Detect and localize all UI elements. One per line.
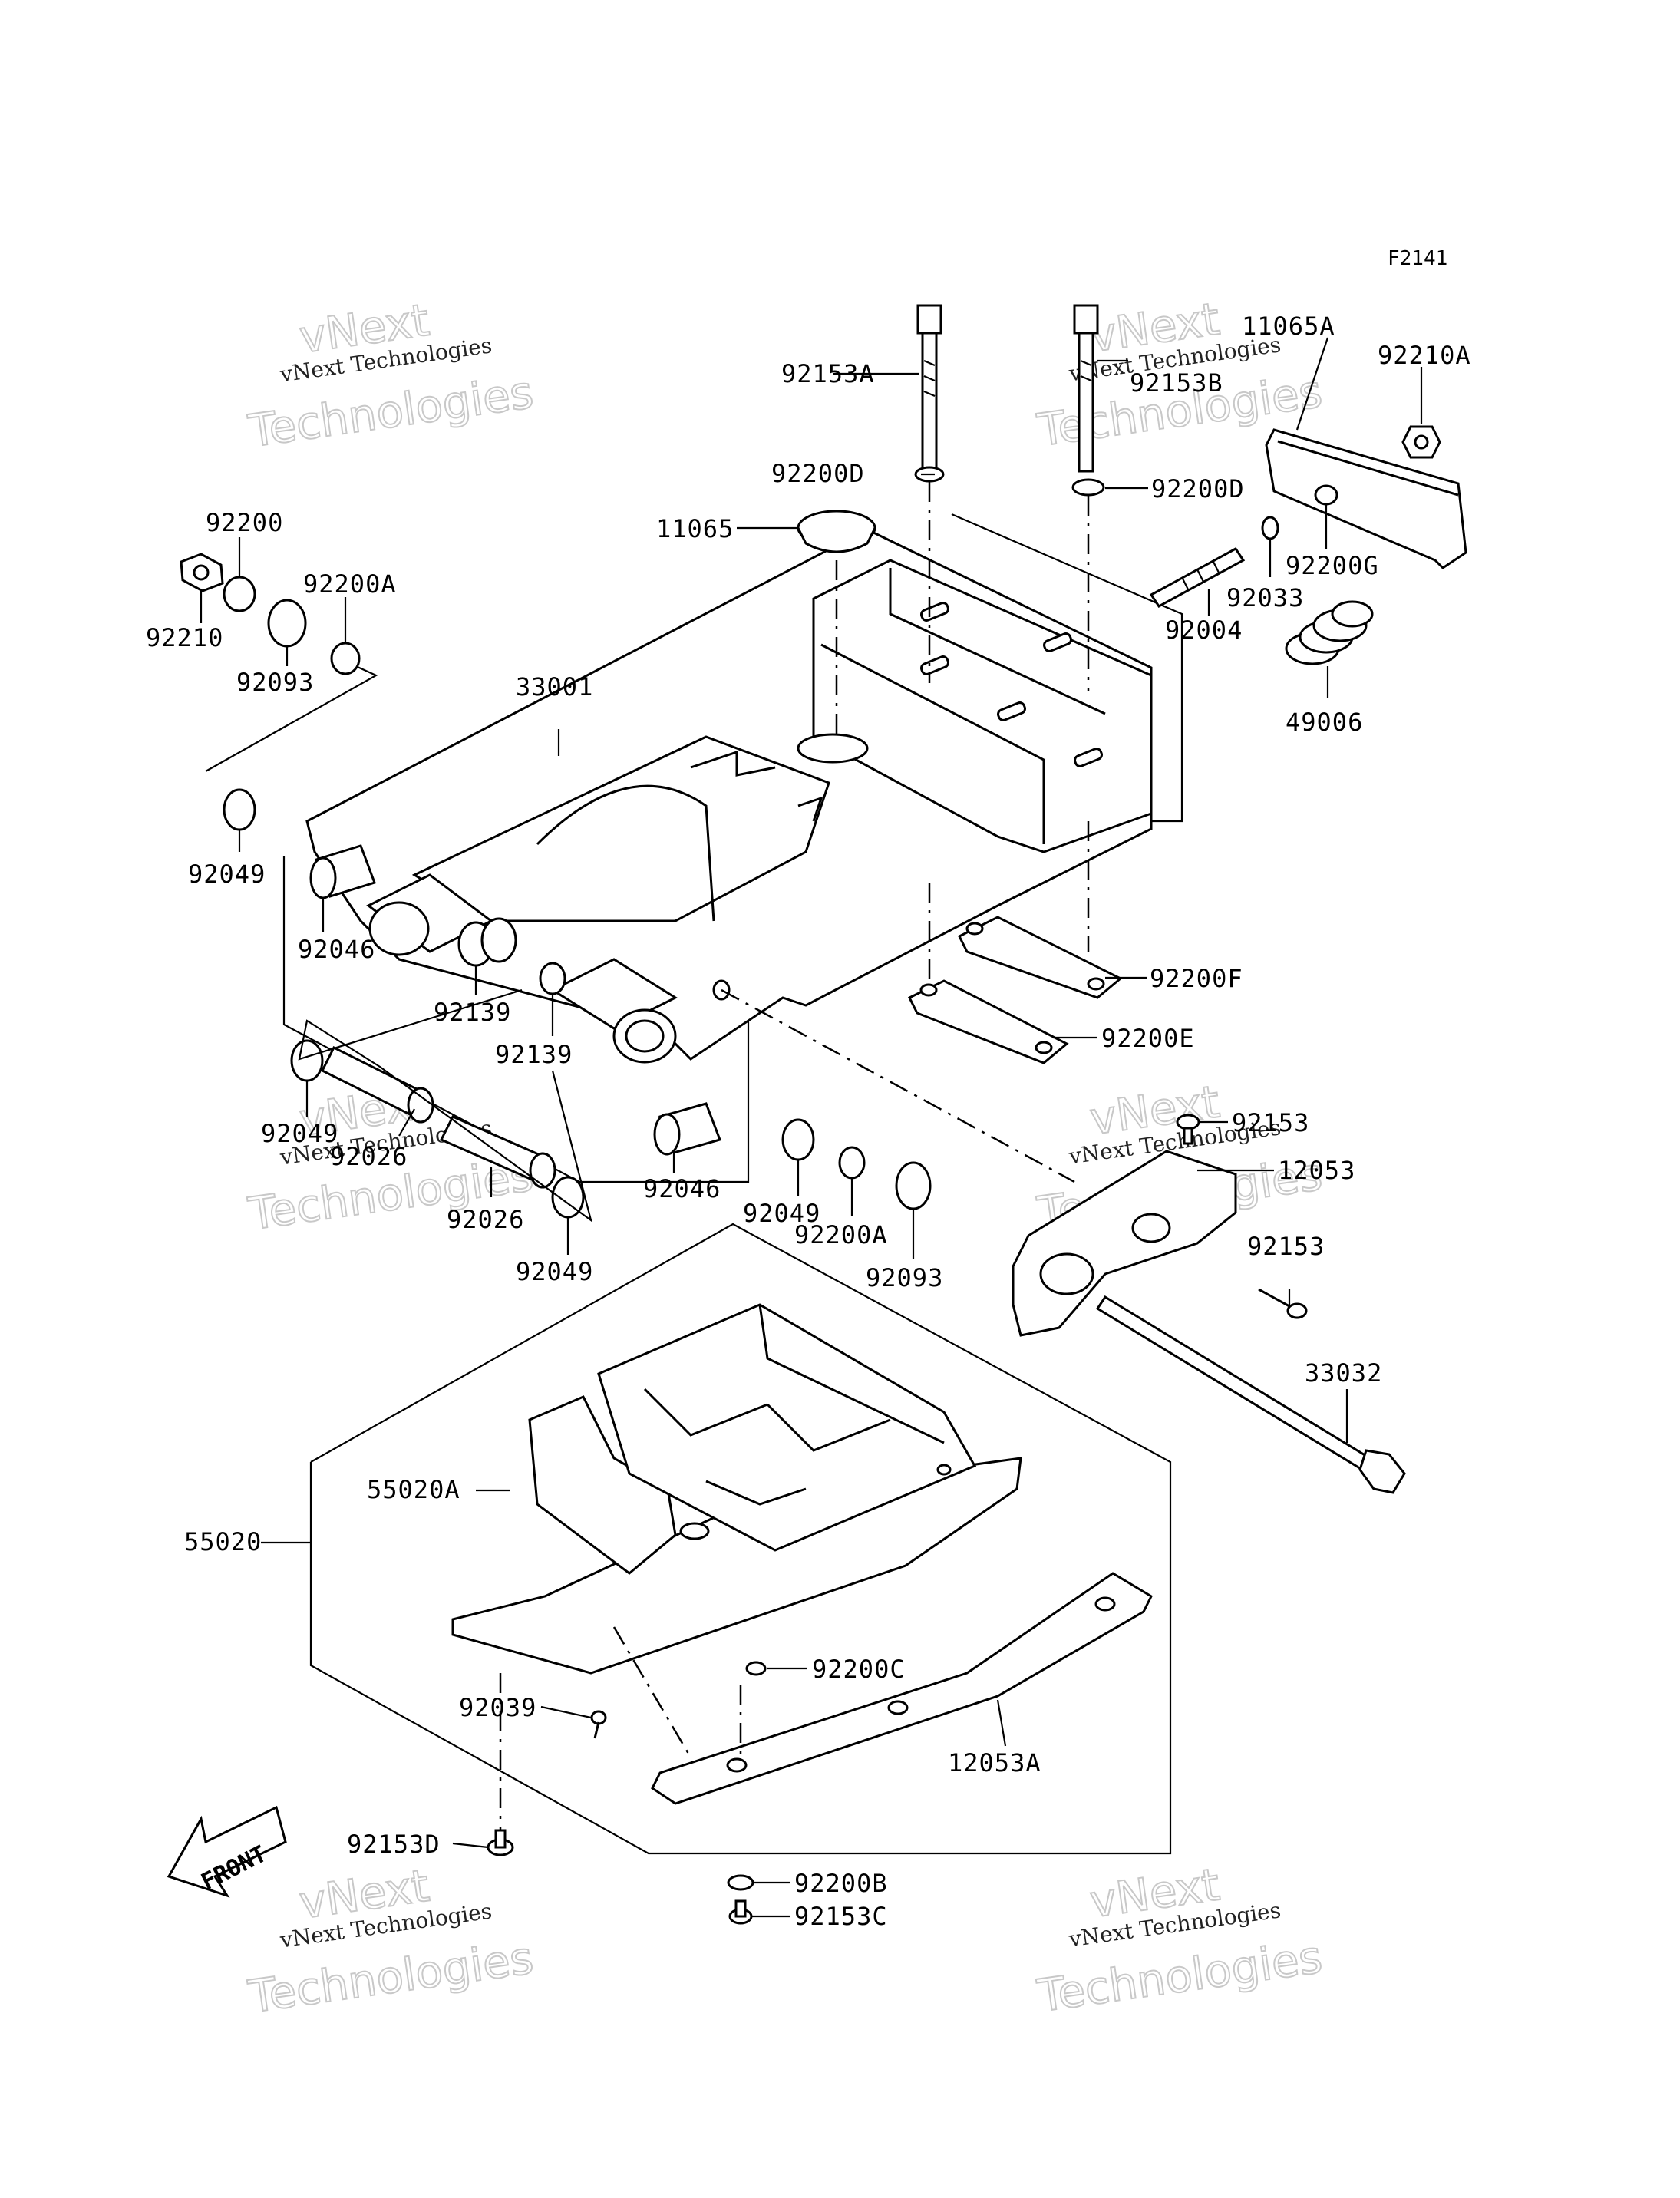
label-11065a: 11065A bbox=[1242, 312, 1335, 341]
seal-92049-a bbox=[223, 788, 256, 831]
washer-92093-top bbox=[267, 599, 307, 648]
label-55020a: 55020A bbox=[367, 1475, 460, 1504]
label-92046-b: 92046 bbox=[643, 1174, 721, 1203]
label-92210a: 92210A bbox=[1378, 341, 1471, 370]
washer-92200a-top bbox=[330, 642, 361, 675]
label-92049-b: 92049 bbox=[261, 1119, 338, 1148]
label-92153c: 92153C bbox=[794, 1902, 888, 1931]
plate-92200e bbox=[907, 979, 1069, 1064]
cap-11065 bbox=[797, 510, 876, 553]
figure-code: F2141 bbox=[1388, 247, 1447, 270]
label-92033: 92033 bbox=[1226, 583, 1304, 612]
washer-92200b bbox=[727, 1874, 754, 1891]
label-92049-a: 92049 bbox=[188, 860, 266, 889]
collar-92026-b bbox=[439, 1115, 556, 1189]
label-33001: 33001 bbox=[516, 672, 593, 701]
label-92093-top: 92093 bbox=[236, 668, 314, 697]
bearing-92046-b bbox=[653, 1102, 721, 1156]
label-92200f: 92200F bbox=[1150, 964, 1243, 993]
label-92139-b: 92139 bbox=[495, 1040, 573, 1069]
label-92200b: 92200B bbox=[794, 1869, 888, 1898]
label-92200g: 92200G bbox=[1286, 551, 1379, 580]
guard-55020 bbox=[451, 1303, 1022, 1675]
label-92153-b: 92153 bbox=[1247, 1232, 1325, 1261]
bearing-92046-a bbox=[309, 844, 376, 899]
label-12053a: 12053A bbox=[948, 1748, 1041, 1777]
label-92004: 92004 bbox=[1165, 616, 1243, 645]
label-92026-b: 92026 bbox=[447, 1205, 524, 1234]
label-92049-d: 92049 bbox=[516, 1257, 593, 1286]
leader-lines bbox=[200, 337, 1423, 1918]
label-11065: 11065 bbox=[656, 514, 734, 543]
label-55020: 55020 bbox=[184, 1527, 262, 1556]
label-49006: 49006 bbox=[1286, 708, 1363, 737]
label-92153b: 92153B bbox=[1130, 368, 1223, 398]
label-92039: 92039 bbox=[459, 1693, 536, 1722]
plate-92200f bbox=[957, 916, 1123, 999]
nut-92210 bbox=[180, 553, 224, 592]
label-92139-a: 92139 bbox=[434, 998, 511, 1027]
watermark-top-left: vNext vNext Technologies Technologies bbox=[244, 293, 536, 458]
axis-line bbox=[721, 988, 1075, 1183]
label-92093-bottom: 92093 bbox=[866, 1263, 943, 1292]
frame-bracket-lower bbox=[282, 856, 750, 1183]
label-92153d: 92153D bbox=[347, 1830, 441, 1859]
washer-92200 bbox=[223, 576, 256, 612]
leader-line bbox=[298, 988, 592, 1223]
front-arrow: FRONT bbox=[167, 1805, 287, 1898]
guard-group-outline bbox=[309, 1223, 1172, 1855]
slider-12053a bbox=[651, 1572, 1153, 1805]
washer-92200d-right bbox=[1071, 478, 1105, 497]
label-92153-a: 92153 bbox=[1232, 1108, 1309, 1137]
label-92200a-top: 92200A bbox=[303, 569, 397, 599]
watermark-bottom-right: vNext vNext Technologies Technologies bbox=[1033, 1857, 1325, 2023]
part-labels: 92153A 92153B 11065A 92210A 92200D 92200… bbox=[146, 312, 1471, 1931]
label-12053: 12053 bbox=[1278, 1156, 1355, 1185]
label-33032: 33032 bbox=[1305, 1358, 1382, 1388]
label-92200a-bottom: 92200A bbox=[794, 1220, 888, 1249]
washer-92033 bbox=[1261, 516, 1279, 540]
bracket-12053 bbox=[1012, 1150, 1237, 1337]
stud-92004 bbox=[1149, 547, 1246, 608]
bolt-92153-a bbox=[1176, 1114, 1200, 1145]
bolt-92153b bbox=[1073, 304, 1099, 473]
bolt-92153d bbox=[487, 1829, 514, 1856]
label-92049-c: 92049 bbox=[743, 1199, 820, 1228]
label-92200e: 92200E bbox=[1101, 1024, 1195, 1053]
washer-92093-bottom bbox=[895, 1161, 932, 1210]
washer-92200c bbox=[745, 1661, 767, 1676]
nut-92210a bbox=[1401, 425, 1441, 459]
bolt-92153a bbox=[916, 304, 942, 473]
seal-92049-b bbox=[290, 1039, 324, 1082]
label-92026-a: 92026 bbox=[330, 1142, 408, 1171]
collar-92026-a bbox=[320, 1045, 434, 1124]
bolt-92153-b bbox=[1258, 1288, 1308, 1319]
seal-92049-c bbox=[781, 1118, 815, 1161]
watermark-bottom-left: vNext vNext Technologies Technologies bbox=[244, 1859, 536, 2024]
axle-33032 bbox=[1095, 1295, 1406, 1494]
chain-guide-11065a bbox=[1265, 428, 1467, 569]
label-92153a: 92153A bbox=[781, 359, 875, 388]
label-92210: 92210 bbox=[146, 623, 223, 652]
swingarm bbox=[305, 528, 1153, 1064]
label-92200: 92200 bbox=[206, 508, 283, 537]
label-92200d-right: 92200D bbox=[1151, 474, 1245, 503]
label-92200d-left: 92200D bbox=[771, 459, 865, 488]
washer-92200a-bottom bbox=[838, 1146, 866, 1180]
label-92046-a: 92046 bbox=[298, 935, 375, 964]
axis-line bbox=[612, 1626, 692, 1758]
rivet-92039 bbox=[590, 1710, 607, 1739]
label-92200c: 92200C bbox=[812, 1655, 906, 1684]
bolt-92153c bbox=[728, 1899, 753, 1925]
boot-49006 bbox=[1285, 600, 1374, 665]
